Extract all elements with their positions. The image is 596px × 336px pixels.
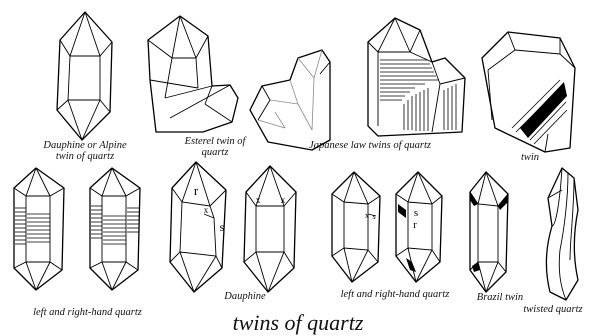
left-hand-quartz-crystal <box>14 168 64 290</box>
labeled-faces-crystal: r x s <box>170 162 226 292</box>
face-label-x-left: x <box>256 195 261 205</box>
figure-title: twins of quartz <box>0 311 596 335</box>
japanese-twin-striated-crystal <box>368 18 465 136</box>
brazil-twin-crystal <box>470 172 508 292</box>
face-label-x-right: x <box>281 195 286 205</box>
twisted-quartz-crystal <box>546 168 578 300</box>
caption-dauphine-alpine: Dauphine or Alpine twin of quartz <box>20 140 150 162</box>
left-right-quartz-crystal-a: x s <box>332 172 380 282</box>
face-label-s: s <box>220 220 225 234</box>
caption-japanese: Japanese law twins of quartz <box>270 140 470 151</box>
face-label-x: x <box>204 205 209 215</box>
face-label-r-rh: r <box>413 219 417 231</box>
esterel-twin-crystal <box>148 16 238 132</box>
face-label-x-lr: x <box>365 211 369 220</box>
left-right-quartz-crystal-b: s r <box>396 172 442 282</box>
right-hand-quartz-crystal <box>90 168 140 290</box>
caption-twin: twin <box>500 152 560 163</box>
caption-brazil: Brazil twin <box>468 292 532 303</box>
twin-crystal <box>482 32 575 152</box>
caption-dauphine: Dauphine <box>210 291 280 302</box>
face-label-s-rh: s <box>414 207 418 219</box>
face-label-r: r <box>194 183 199 198</box>
japanese-law-twin-crystal <box>250 50 330 150</box>
caption-left-right-2: left and right-hand quartz <box>310 289 480 300</box>
dauphine-crystal: x x <box>244 166 296 292</box>
caption-esterel: Esterel twin of quartz <box>160 136 270 158</box>
dauphine-alpine-twin-crystal <box>57 12 112 140</box>
face-label-s-lr: s <box>372 212 375 221</box>
